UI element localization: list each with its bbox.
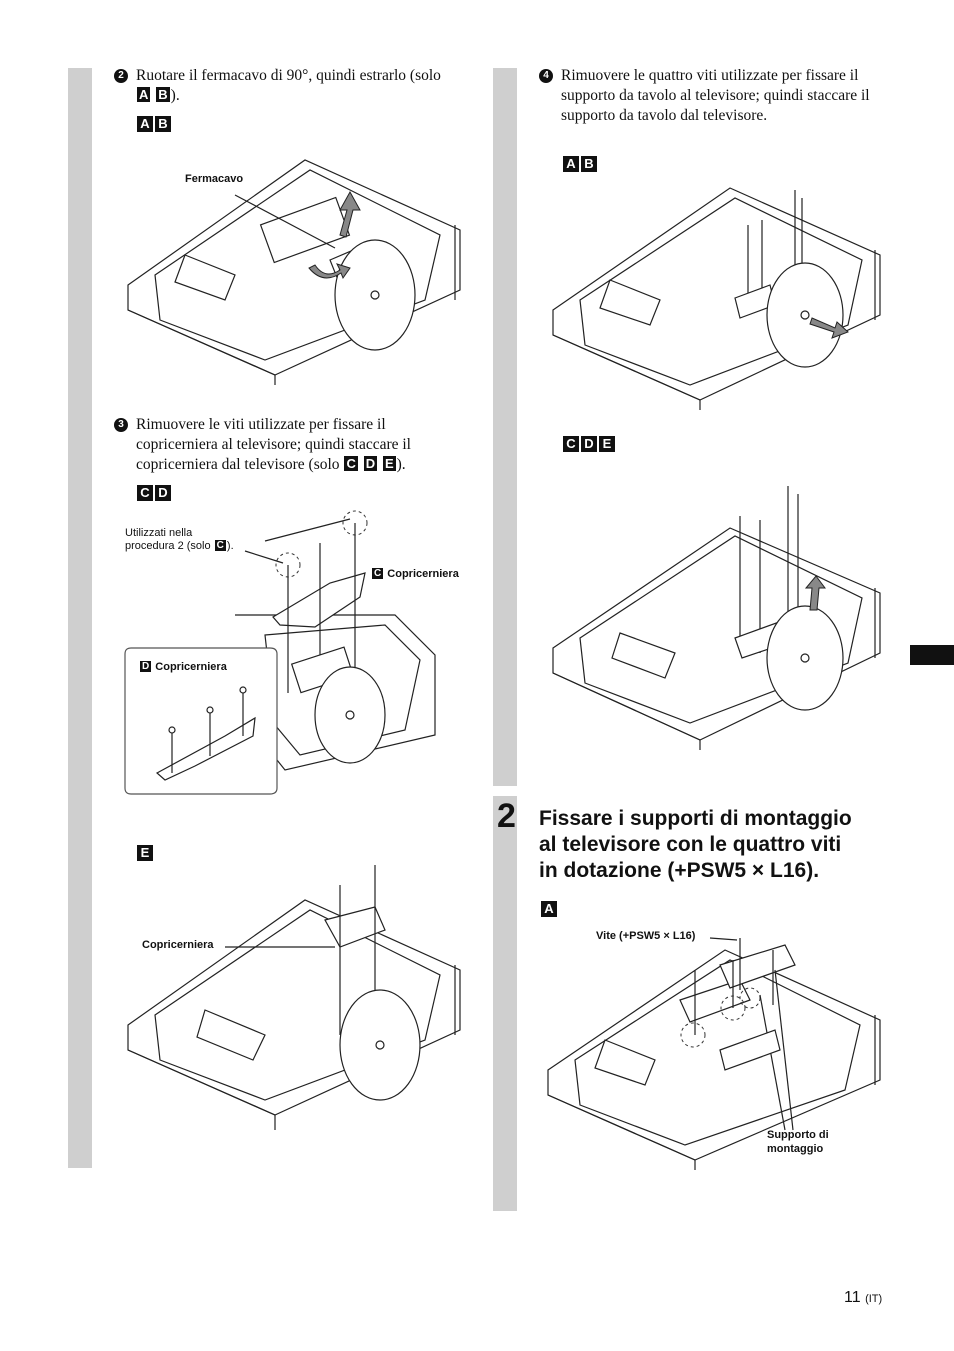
label-copricerniera-c: C Copricerniera [372, 568, 459, 580]
section-number: 2 [497, 797, 516, 835]
label-supporto-montaggio: Supporto di montaggio [767, 1129, 829, 1155]
left-column-bar [68, 68, 92, 1168]
tv-back-fermacavo-illustration [127, 159, 461, 385]
label-copricerniera-e: Copricerniera [142, 939, 214, 951]
tv-back-stand-removal-illustration [552, 187, 881, 410]
right-column-bar-top [493, 68, 517, 786]
label-vite: Vite (+PSW5 × L16) [596, 930, 696, 942]
tv-back-hinge-cover-illustration [235, 510, 436, 771]
inset-d-frame [124, 647, 278, 795]
step-3-instruction: 3 Rimuovere le viti utilizzate per fissa… [114, 415, 464, 475]
step-number: 2 [114, 69, 128, 83]
badge-e: E [137, 845, 153, 861]
step-4-instruction: 4 Rimuovere le quattro viti utilizzate p… [539, 66, 879, 126]
section-title: Fissare i supporti di montaggio al telev… [539, 807, 852, 882]
tv-back-mounting-bracket-illustration [547, 937, 881, 1170]
section-tab-marker [910, 645, 954, 665]
tv-back-stand-removal-cde-illustration [552, 486, 881, 750]
tv-back-hinge-cover-e-illustration [127, 865, 461, 1130]
right-column-bar-bottom [493, 796, 517, 1211]
step-number: 3 [114, 418, 128, 432]
label-fermacavo: Fermacavo [185, 173, 244, 185]
label-copricerniera-d: D Copricerniera [140, 661, 227, 673]
note-used-in-procedure: Utilizzati nella procedura 2 (solo C). [125, 527, 234, 552]
page-number: 11 (IT) [844, 1289, 883, 1306]
badge-a: A [541, 901, 557, 917]
step-number: 4 [539, 69, 553, 83]
step-2-instruction: 2 Ruotare il fermacavo di 90°, quindi es… [114, 66, 454, 106]
